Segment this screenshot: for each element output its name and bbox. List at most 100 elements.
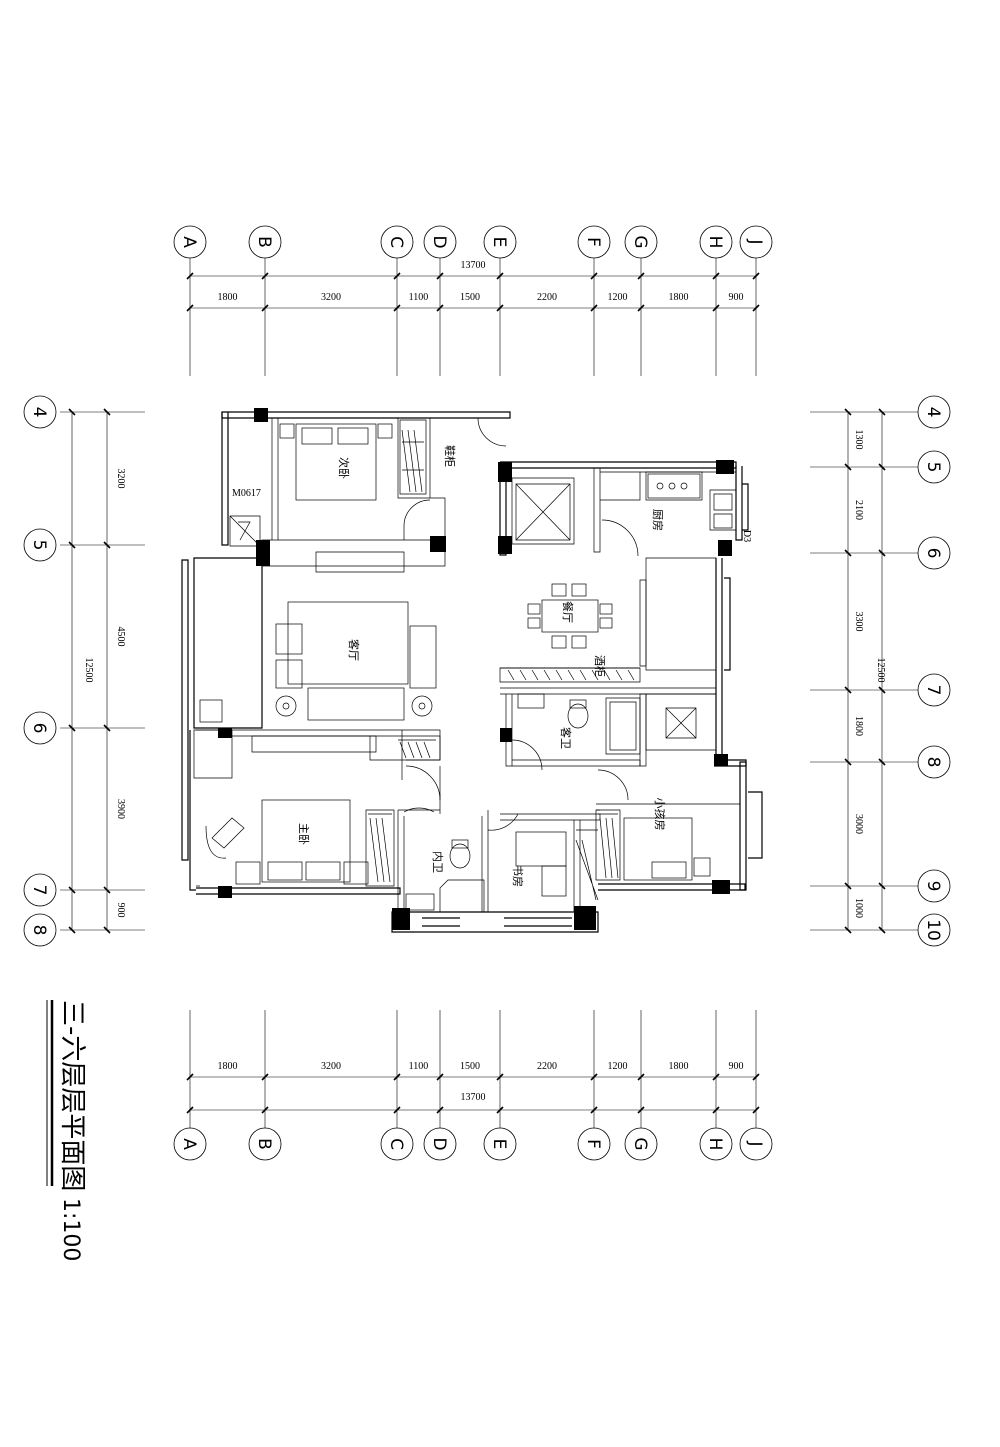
- left-axis-bubble: 6: [23, 711, 57, 745]
- top-axis-label: J: [745, 238, 765, 244]
- furniture: [199, 423, 711, 913]
- bottom-axis-bubble: A: [173, 1127, 207, 1161]
- room-second-bedroom-label: 次卧: [337, 457, 351, 479]
- top-axis-bubble: A: [173, 225, 207, 259]
- top-segment-dim: 3200: [321, 292, 341, 303]
- bottom-total-dim: 13700: [461, 1092, 486, 1103]
- right-axis-label: 6: [923, 548, 943, 559]
- top-tick: [436, 272, 444, 280]
- right-tick: [844, 882, 852, 890]
- bottom-tick: [712, 1073, 720, 1081]
- cabinets: [368, 419, 640, 901]
- top-segment-dim: 1100: [409, 292, 429, 303]
- right-axis-label: 7: [923, 685, 943, 696]
- left-axis-bubble: 8: [23, 913, 57, 947]
- bottom-axis-bubble: H: [699, 1127, 733, 1161]
- top-tick: [712, 304, 720, 312]
- bottom-axis-label: G: [630, 1137, 650, 1150]
- left-axis-bubbles: 4 5 6 7 8: [23, 395, 57, 947]
- room-dining-label: 餐厅: [561, 601, 575, 623]
- bottom-axis-label: J: [745, 1140, 765, 1146]
- bottom-tick: [637, 1073, 645, 1081]
- top-segment-dim: 1800: [218, 292, 238, 303]
- left-axis-bubble: 4: [23, 395, 57, 429]
- right-tick: [844, 408, 852, 416]
- top-axis-label: H: [705, 236, 725, 249]
- right-axis-label: 9: [923, 881, 943, 892]
- top-tick: [712, 272, 720, 280]
- top-tick: [752, 304, 760, 312]
- top-axis-bubble: C: [380, 225, 414, 259]
- room-kids-room-label: 小孩房: [653, 798, 666, 831]
- right-total-dim: 12500: [875, 658, 886, 683]
- left-tick: [103, 541, 111, 549]
- room-wine-cabinet-label: 酒柜: [593, 655, 606, 677]
- right-tick: [844, 758, 852, 766]
- plan-scale: 1:100: [58, 1198, 83, 1261]
- top-axis-bubble: G: [624, 225, 658, 259]
- right-tick: [878, 463, 886, 471]
- bottom-segment-dim: 900: [729, 1061, 744, 1072]
- top-axis-label: D: [429, 235, 449, 248]
- left-tick: [68, 886, 76, 894]
- bottom-tick: [752, 1073, 760, 1081]
- bottom-segment-dim: 1800: [218, 1061, 238, 1072]
- top-tick: [186, 272, 194, 280]
- left-segment-dim: 3900: [115, 799, 126, 819]
- bottom-tick: [393, 1106, 401, 1114]
- bottom-axis-bubble: B: [248, 1127, 282, 1161]
- columns: [218, 408, 734, 930]
- top-tick: [752, 272, 760, 280]
- right-tick: [878, 686, 886, 694]
- bottom-tick: [712, 1106, 720, 1114]
- left-axis-label: 8: [29, 925, 49, 936]
- top-tick: [436, 304, 444, 312]
- top-axis-bubble: F: [577, 225, 611, 259]
- top-total-dim: 13700: [461, 260, 486, 271]
- right-axis-bubble: 4: [917, 395, 951, 429]
- bottom-tick: [393, 1073, 401, 1081]
- top-tick: [590, 272, 598, 280]
- left-axis-label: 4: [29, 407, 49, 418]
- drawing-title: 三-六层层平面图 1:100: [46, 1000, 87, 1261]
- top-axis-label: G: [630, 235, 650, 248]
- top-axis-label: E: [489, 237, 509, 248]
- bottom-axis-label: H: [705, 1138, 725, 1151]
- room-inner-bath-label: 内卫: [431, 851, 445, 873]
- room-living-label: 客厅: [347, 639, 361, 661]
- bottom-tick: [436, 1106, 444, 1114]
- right-axis-bubble: 7: [917, 673, 951, 707]
- top-segment-dim: 900: [729, 292, 744, 303]
- right-tick: [878, 926, 886, 934]
- right-segment-dim: 3300: [853, 612, 864, 632]
- left-tick: [103, 926, 111, 934]
- bottom-axis-bubble: J: [739, 1127, 773, 1161]
- bottom-tick: [590, 1106, 598, 1114]
- top-tick: [186, 304, 194, 312]
- bottom-tick: [261, 1073, 269, 1081]
- right-segment-dim: 1300: [853, 430, 864, 450]
- right-segment-dim: 2100: [853, 500, 864, 520]
- bottom-axis-label: C: [386, 1138, 406, 1150]
- left-tick: [103, 886, 111, 894]
- room-guest-bath-label: 客卫: [559, 727, 573, 749]
- bottom-tick: [186, 1106, 194, 1114]
- bottom-segment-dim: 1800: [669, 1061, 689, 1072]
- left-tick: [68, 408, 76, 416]
- left-axis-bubble: 7: [23, 873, 57, 907]
- top-axis-bubble: E: [483, 225, 517, 259]
- left-tick: [68, 724, 76, 732]
- bottom-axis-bubble: C: [380, 1127, 414, 1161]
- left-tick: [103, 724, 111, 732]
- left-segment-dim: 4500: [115, 627, 126, 647]
- right-segment-dim: 1000: [853, 898, 864, 918]
- right-tick: [844, 549, 852, 557]
- top-axis-bubble: J: [739, 225, 773, 259]
- left-tick: [103, 408, 111, 416]
- top-axis-label: B: [254, 236, 274, 248]
- top-axis-bubble: D: [423, 225, 457, 259]
- left-axis-bubble: 5: [23, 528, 57, 562]
